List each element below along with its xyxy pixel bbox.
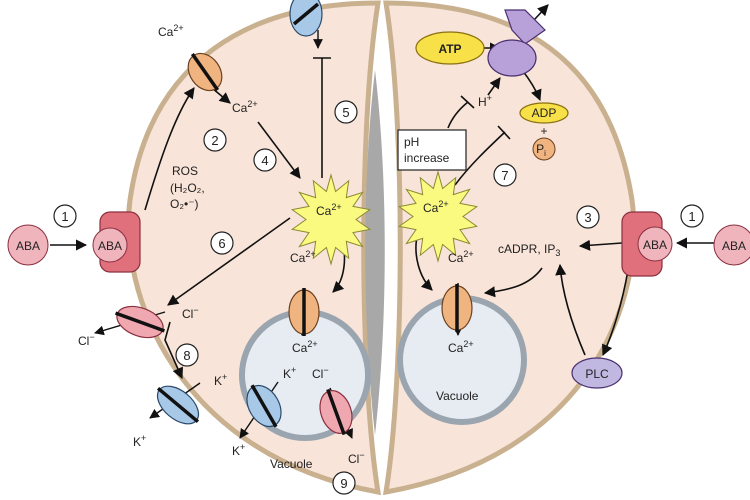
k-label-vacuole-outside: K+ xyxy=(232,442,245,458)
ca-label-inside: Ca2+ xyxy=(232,99,258,115)
step-marker-8 xyxy=(175,343,199,367)
cl-channel-vacuole xyxy=(319,388,353,436)
ph-label-line2: increase xyxy=(404,151,450,165)
plc-label: PLC xyxy=(585,367,609,381)
vacuole-label-right: Vacuole xyxy=(436,389,479,403)
step-8: 8 xyxy=(183,348,190,363)
step-marker-1-right xyxy=(680,204,704,228)
inhibit-line-ph xyxy=(447,101,469,129)
ros-label: ROS xyxy=(172,164,198,178)
arrow-receptor-to-plc xyxy=(602,269,629,357)
aba-molecule-left-bound xyxy=(92,227,128,263)
stomatal-pore xyxy=(365,70,385,435)
adp-badge xyxy=(519,102,569,124)
step-9: 9 xyxy=(340,476,347,491)
atp-label: ATP xyxy=(438,42,461,56)
arrow-ca-to-burst xyxy=(257,121,301,179)
aba-molecule-right xyxy=(713,224,750,266)
ph-label-line1: pH xyxy=(404,135,419,149)
step-3: 3 xyxy=(584,210,591,225)
ca-burst-left xyxy=(290,173,372,266)
arrow-receptor-to-cadpr xyxy=(578,239,623,251)
arrow-h-to-pump xyxy=(487,77,501,96)
atp-badge xyxy=(415,31,485,65)
ca-channel-left-vacuole xyxy=(288,288,320,336)
ca-label-left-vacuole-bottom: Ca2+ xyxy=(292,339,318,355)
step-1-left: 1 xyxy=(61,209,68,224)
step-marker-6 xyxy=(210,231,234,255)
arrow-plc-to-cadpr xyxy=(555,263,586,356)
cl-label-vacuole-outside: Cl− xyxy=(348,450,365,466)
k-channel-vacuole xyxy=(246,384,282,428)
step-marker-4 xyxy=(253,148,277,172)
cl-label-vacuole-inside: Cl− xyxy=(312,365,329,381)
plus-label: + xyxy=(540,124,547,138)
cl-channel-plasma xyxy=(114,305,166,339)
cl-label-inside: Cl− xyxy=(182,305,199,321)
step-5: 5 xyxy=(342,105,349,120)
step-marker-2 xyxy=(203,128,227,152)
cl-label-outside: Cl− xyxy=(78,332,95,348)
aba-molecule-right-bound xyxy=(637,226,673,262)
ca-burst-right xyxy=(397,170,479,263)
arrow-receptor-to-ca-channel xyxy=(144,87,195,211)
plc-enzyme xyxy=(571,357,623,389)
vacuole-label-left: Vacuole xyxy=(270,457,313,471)
arrow-burst-to-cl-channel xyxy=(167,217,291,306)
step-marker-3 xyxy=(576,205,600,229)
pi-label: Pi xyxy=(536,142,546,158)
ros-o2: O₂•⁻) xyxy=(170,197,199,211)
pi-circle xyxy=(532,137,556,161)
cadpr-label: cADPR, IP3 xyxy=(498,242,560,258)
aba-molecule-left xyxy=(7,224,49,266)
k-label-vacuole-inside: K+ xyxy=(283,365,296,381)
step-2: 2 xyxy=(211,133,218,148)
arrow-cl-out xyxy=(164,321,183,380)
ca-channel-top xyxy=(289,0,323,37)
ca-channel-plasma xyxy=(187,52,223,92)
inhibit-line-7 xyxy=(454,131,506,186)
ca-label-right-vacuole-top: Ca2+ xyxy=(448,249,474,265)
aba-label-left: ABA xyxy=(16,239,40,253)
k-channel-plasma xyxy=(156,385,200,425)
k-label-inside: K+ xyxy=(214,372,227,388)
ca-label-outside: Ca2+ xyxy=(158,23,184,39)
arrow-cadpr-to-vacuole-channel xyxy=(483,267,543,298)
aba-label-right: ABA xyxy=(722,239,746,253)
step-marker-9 xyxy=(332,471,356,495)
ph-increase-box xyxy=(397,129,467,171)
aba-label-left-bound: ABA xyxy=(98,239,122,253)
ca-label-right-vacuole-bottom: Ca2+ xyxy=(448,339,474,355)
ros-h2o2: (H₂O₂, xyxy=(170,181,205,195)
step-1-right: 1 xyxy=(688,209,695,224)
step-marker-1-left xyxy=(53,204,77,228)
k-label-outside: K+ xyxy=(133,433,146,449)
step-7: 7 xyxy=(501,168,508,183)
step-6: 6 xyxy=(218,236,225,251)
ca-burst-left-label: Ca2+ xyxy=(316,202,342,218)
step-4: 4 xyxy=(261,153,268,168)
ca-channel-right-vacuole xyxy=(441,284,473,332)
aba-label-right-bound: ABA xyxy=(643,238,667,252)
ca-label-left-vacuole-top: Ca2+ xyxy=(290,249,316,265)
arrow-ca-in xyxy=(211,87,231,104)
ca-burst-right-label: Ca2+ xyxy=(423,199,449,215)
h-atpase-pump xyxy=(487,9,546,77)
step-marker-7 xyxy=(493,163,517,187)
step-marker-5 xyxy=(334,100,358,124)
inhibit-bar-7 xyxy=(497,125,511,140)
inhibit-bar-ph xyxy=(460,95,475,109)
adp-label: ADP xyxy=(532,106,557,120)
h-label: H+ xyxy=(478,93,492,109)
